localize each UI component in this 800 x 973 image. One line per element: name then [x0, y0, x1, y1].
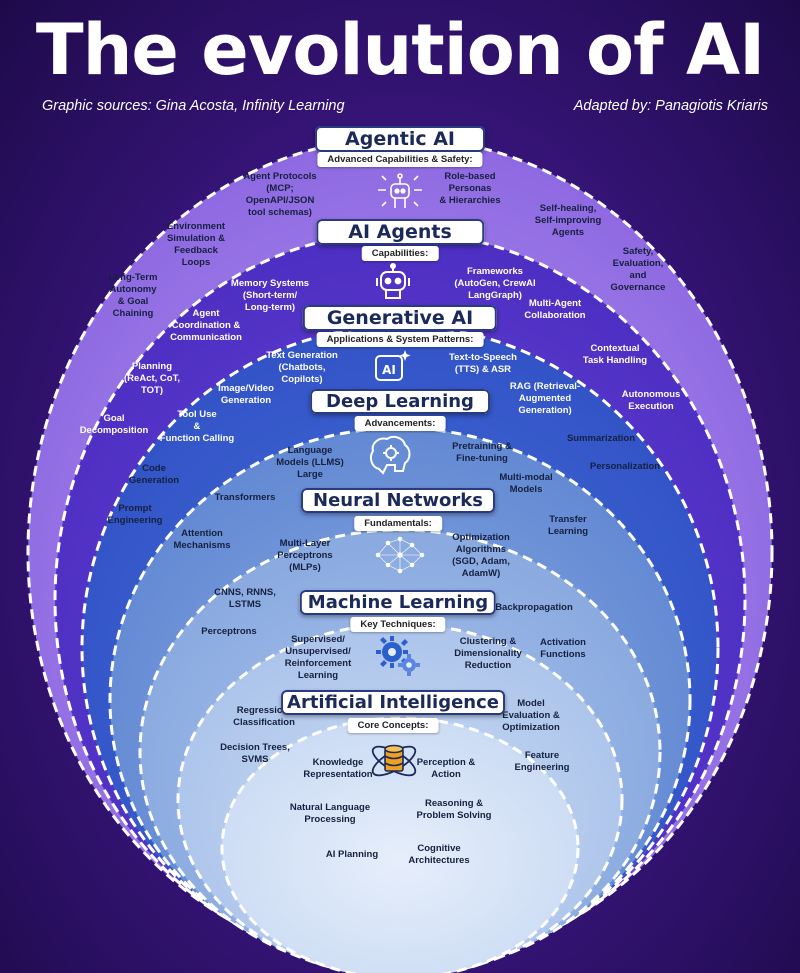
adapted-by: Adapted by: Panagiotis Kriaris — [573, 98, 768, 114]
label-multi-layer-perceptrons: Multi-Layer Perceptrons (MLPs) — [277, 538, 333, 573]
label-code-generation: Code Generation — [128, 463, 180, 486]
label-activation-functions: Activation Functions — [540, 637, 586, 660]
label-regression-classification: Regression, Classification — [233, 705, 295, 728]
graphic-sources: Graphic sources: Gina Acosta, Infinity L… — [42, 98, 345, 114]
layer-title-ai-agents: AI Agents — [316, 219, 484, 245]
page-title: The evolution of AI — [35, 9, 765, 91]
label-tool-use: Tool Use & Function Calling — [159, 409, 235, 444]
label-supervised-learning: Supervised/ Unsupervised/ Reinforcement … — [284, 634, 352, 681]
layer-title-agentic-ai: Agentic AI — [315, 126, 485, 152]
label-safety-evaluation: Safety, Evaluation, and Governance — [610, 246, 666, 293]
robot-head-icon — [376, 263, 410, 299]
gears-icon — [376, 636, 420, 676]
layer-title-generative-ai: Generative AI — [302, 305, 498, 331]
label-clustering: Clustering & Dimensionality Reduction — [454, 636, 522, 671]
layer-sub-generative-ai: Applications & System Patterns: — [316, 332, 484, 347]
label-goal-decomposition: Goal Decomposition — [79, 413, 149, 436]
label-text-to-speech: Text-to-Speech (TTS) & ASR — [449, 352, 517, 375]
label-transfer-learning: Transfer Learning — [547, 514, 589, 537]
layer-sub-deep-learning: Advancements: — [354, 416, 446, 431]
label-perception-action: Perception & Action — [416, 757, 476, 780]
label-perceptrons: Perceptrons — [201, 626, 257, 637]
label-personalization: Personalization — [589, 461, 661, 472]
ai-sparkle-icon: AI — [375, 350, 411, 381]
label-multi-agent-collaboration: Multi-Agent Collaboration — [524, 298, 586, 321]
layer-title-deep-learning: Deep Learning — [310, 389, 490, 414]
label-large-language-models: Language Models (LLMS) Large — [276, 445, 344, 480]
layer-sub-machine-learning: Key Techniques: — [350, 617, 446, 632]
label-attention-mechanisms: Attention Mechanisms — [173, 528, 231, 551]
label-cnns-rnns-lstms: CNNS, RNNS, LSTMS — [214, 587, 276, 610]
label-environment-simulation: Environment Simulation & Feedback Loops — [166, 221, 226, 268]
layer-sub-agentic-ai: Advanced Capabilities & Safety: — [317, 152, 483, 167]
label-transformers: Transformers — [214, 492, 276, 503]
layer-sub-artificial-intelligence: Core Concepts: — [347, 718, 439, 733]
label-summarization: Summarization — [566, 433, 636, 444]
layer-sub-neural-networks: Fundamentals: — [354, 516, 442, 531]
label-contextual-task-handling: Contextual Task Handling — [582, 343, 648, 366]
label-frameworks: Frameworks (AutoGen, CrewAI LangGraph) — [454, 266, 536, 301]
label-pretraining-fine-tuning: Pretraining & Fine-tuning — [452, 441, 512, 464]
label-long-term-autonomy: Long-Term Autonomy & Goal Chaining — [108, 272, 158, 319]
layer-title-artificial-intelligence: Artificial Intelligence — [281, 690, 505, 715]
neural-mesh-icon — [375, 536, 425, 574]
label-autonomous-execution: Autonomous Execution — [621, 389, 681, 412]
label-backpropagation: Backpropagation — [495, 602, 573, 613]
label-rag: RAG (Retrieval- Augmented Generation) — [509, 381, 581, 416]
label-decision-trees: Decision Trees, SVMS — [220, 742, 290, 765]
robot-network-icon — [378, 173, 422, 208]
brain-gear-icon — [370, 436, 411, 475]
label-text-generation: Text Generation (Chatbots, Copilots) — [266, 350, 338, 385]
label-knowledge-representation: Knowledge Representation — [303, 757, 373, 780]
label-ai-planning: AI Planning — [325, 849, 379, 860]
label-natural-language-processing: Natural Language Processing — [289, 802, 371, 825]
layer-title-neural-networks: Neural Networks — [301, 488, 495, 513]
database-atom-icon — [371, 744, 417, 777]
label-optimization-algorithms: Optimization Algorithms (SGD, Adam, Adam… — [452, 532, 510, 579]
label-prompt-engineering: Prompt Engineering — [107, 503, 163, 526]
label-multi-modal-models: Multi-modal Models — [499, 472, 553, 495]
label-planning: Planning (ReAct, CoT, TOT) — [124, 361, 180, 396]
label-memory-systems: Memory Systems (Short-term/ Long-term) — [230, 278, 310, 313]
label-model-evaluation: Model Evaluation & Optimization — [502, 698, 560, 733]
layer-sub-ai-agents: Capabilities: — [361, 246, 439, 261]
label-role-based-personas: Role-based Personas & Hierarchies — [439, 171, 501, 206]
label-agent-coordination: Agent Coordination & Communication — [170, 308, 242, 343]
layer-title-machine-learning: Machine Learning — [299, 590, 497, 615]
label-cognitive-architectures: Cognitive Architectures — [408, 843, 470, 866]
svg-text:AI: AI — [382, 363, 396, 377]
label-agent-protocols: Agent Protocols (MCP; OpenAPI/JSON tool … — [243, 171, 317, 218]
label-feature-engineering: Feature Engineering — [514, 750, 570, 773]
label-image-video-generation: Image/Video Generation — [218, 383, 274, 406]
label-reasoning-problem-solving: Reasoning & Problem Solving — [416, 798, 492, 821]
label-self-healing-agents: Self-healing, Self-improving Agents — [534, 203, 602, 238]
